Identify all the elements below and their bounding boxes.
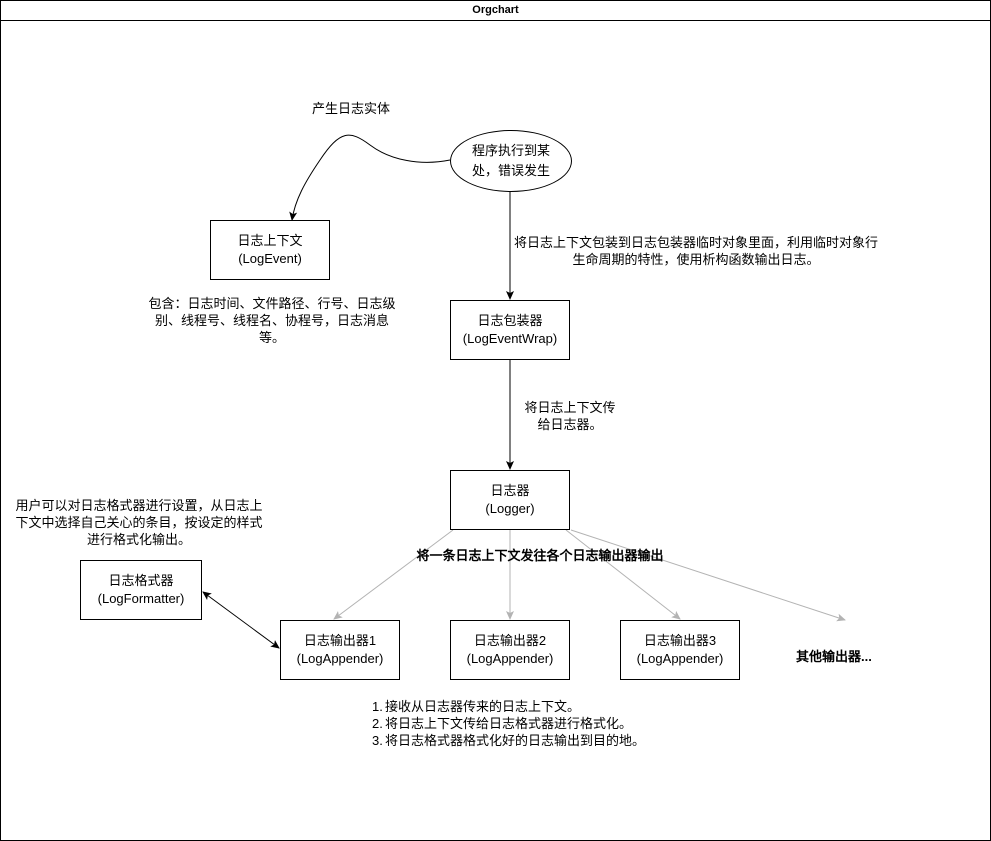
step-number: 1. bbox=[372, 699, 383, 714]
step-text: 接收从日志器传来的日志上下文。 bbox=[385, 699, 581, 714]
appender-class: (LogAppender) bbox=[466, 651, 554, 666]
appender-title: 日志输出器3 bbox=[643, 633, 717, 648]
log-event-wrap-title: 日志包装器 bbox=[477, 313, 543, 328]
log-formatter-node[interactable]: 日志格式器 (LogFormatter) bbox=[80, 560, 202, 620]
appender-class: (LogAppender) bbox=[296, 651, 384, 666]
list-item: 2. 将日志上下文传给日志格式器进行格式化。 bbox=[372, 715, 672, 732]
log-event-title: 日志上下文 bbox=[237, 233, 303, 248]
edge-formatter-appender1 bbox=[202, 591, 280, 649]
log-event-wrap-node[interactable]: 日志包装器 (LogEventWrap) bbox=[450, 300, 570, 360]
list-item: 3. 将日志格式器格式化好的日志输出到目的地。 bbox=[372, 732, 672, 749]
edge-trigger-to-logevent bbox=[289, 134, 451, 221]
other-appenders-label: 其他输出器... bbox=[796, 649, 872, 664]
dispatch-label: 将一条日志上下文发往各个日志输出器输出 bbox=[416, 548, 664, 563]
list-item: 1. 接收从日志器传来的日志上下文。 bbox=[372, 698, 672, 715]
log-formatter-class: (LogFormatter) bbox=[97, 591, 185, 606]
wrap-description-label: 将日志上下文包装到日志包装器临时对象里面，利用临时对象行生命周期的特性，使用析构… bbox=[513, 235, 878, 267]
pass-to-logger-label: 将日志上下文传给日志器。 bbox=[524, 400, 616, 432]
trigger-node[interactable]: 程序执行到某处，错误发生 bbox=[450, 130, 572, 192]
appender-node-1[interactable]: 日志输出器1 (LogAppender) bbox=[280, 620, 400, 680]
appender-node-3[interactable]: 日志输出器3 (LogAppender) bbox=[620, 620, 740, 680]
formatter-description-label: 用户可以对日志格式器进行设置，从日志上下文中选择自己关心的条目，按设定的样式进行… bbox=[15, 498, 263, 547]
step-text: 将日志上下文传给日志格式器进行格式化。 bbox=[385, 716, 633, 731]
appender-class: (LogAppender) bbox=[636, 651, 724, 666]
step-number: 3. bbox=[372, 733, 383, 748]
log-formatter-title: 日志格式器 bbox=[108, 573, 174, 588]
appender-title: 日志输出器1 bbox=[303, 633, 377, 648]
logger-class: (Logger) bbox=[485, 501, 535, 516]
log-event-contents-label: 包含：日志时间、文件路径、行号、日志级别、线程号、线程名、协程号，日志消息等。 bbox=[148, 296, 396, 345]
step-number: 2. bbox=[372, 716, 383, 731]
step-text: 将日志格式器格式化好的日志输出到目的地。 bbox=[385, 733, 646, 748]
edge-logger-to-appender3 bbox=[565, 529, 681, 620]
log-event-node[interactable]: 日志上下文 (LogEvent) bbox=[210, 220, 330, 280]
log-event-wrap-class: (LogEventWrap) bbox=[462, 331, 558, 346]
logger-title: 日志器 bbox=[490, 483, 530, 498]
appender-title: 日志输出器2 bbox=[473, 633, 547, 648]
diagram-title: Orgchart bbox=[1, 1, 990, 21]
edge-logger-to-appender1 bbox=[333, 529, 454, 620]
edge-logger-to-other bbox=[570, 529, 846, 622]
log-event-class: (LogEvent) bbox=[238, 251, 302, 266]
appender-steps-list: 1. 接收从日志器传来的日志上下文。 2. 将日志上下文传给日志格式器进行格式化… bbox=[372, 698, 672, 749]
create-entity-label: 产生日志实体 bbox=[311, 101, 390, 116]
logger-node[interactable]: 日志器 (Logger) bbox=[450, 470, 570, 530]
trigger-node-text: 程序执行到某处，错误发生 bbox=[471, 143, 550, 178]
appender-node-2[interactable]: 日志输出器2 (LogAppender) bbox=[450, 620, 570, 680]
